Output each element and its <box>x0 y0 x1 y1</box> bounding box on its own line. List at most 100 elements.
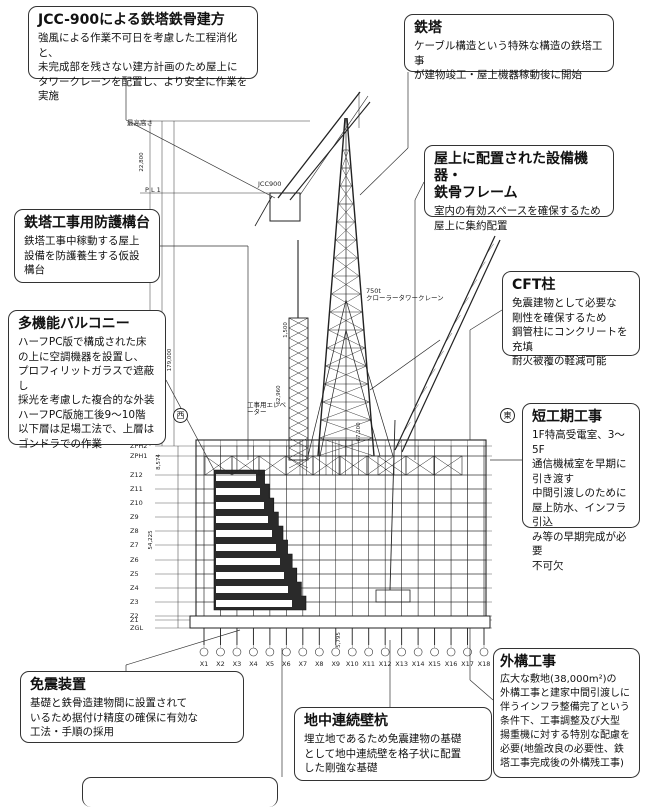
boom-lacing <box>428 368 436 379</box>
crane-jib <box>277 91 361 199</box>
east-marker: 東 <box>500 408 515 423</box>
boom-lacing <box>469 279 478 290</box>
mast-lacing <box>288 397 309 409</box>
callout-balcony-title: 多機能バルコニー <box>18 316 130 332</box>
rooftop-brace <box>285 455 314 476</box>
tower-diagonal <box>317 437 373 457</box>
crane-counter <box>254 195 273 227</box>
tower-diagonal <box>325 365 369 385</box>
axis-bubble <box>331 647 341 657</box>
dimension-value: 8,574 <box>156 454 162 470</box>
callout-exterior-body: 広大な敷地(38,000m²)の 外構工事と建家中間引渡しに 伴うインフラ整備完… <box>500 674 630 769</box>
rooftop-brace <box>377 455 407 476</box>
floor-label-z10: Z10 <box>130 499 143 507</box>
tower-diagonal <box>335 221 355 241</box>
dimension-value: 54,225 <box>148 530 154 550</box>
callout-balcony: 多機能バルコニー ハーフPC版で構成された床 の上に空調機器を設置し、 プロフィ… <box>8 310 166 450</box>
axis-bubble <box>479 647 489 657</box>
dimension-value: 5,795 <box>336 632 342 648</box>
mast-lacing <box>288 347 309 359</box>
tower-diagonal <box>340 185 354 205</box>
floor-label-z12: Z12 <box>130 471 143 479</box>
foundation-slab <box>189 615 491 629</box>
dimension-value: 1,500 <box>283 322 289 338</box>
mast-lacing <box>288 327 309 339</box>
rooftop-brace <box>312 455 341 476</box>
floor-label-zph2: ZPH2 <box>130 442 147 450</box>
dimension-value: 62,960 <box>276 385 282 405</box>
axis-bubble <box>265 647 275 657</box>
crawler-boom <box>401 239 501 453</box>
balcony-floor-band <box>216 572 284 579</box>
floor-label-z8: Z8 <box>130 527 139 535</box>
tower-diagonal <box>322 383 369 403</box>
crawler-backstay <box>369 339 441 391</box>
tower-diagonal <box>328 329 366 349</box>
tower-diagonal <box>326 329 364 349</box>
tower-diagonal <box>323 365 367 385</box>
mast-lacing <box>288 447 309 459</box>
balcony-floor-band <box>216 544 276 551</box>
axis-bubble <box>232 647 242 657</box>
callout-protection-body: 鉄塔工事中稼動する屋上 設備を防護養生する仮設 構台 <box>24 235 140 276</box>
tower-diagonal <box>334 239 357 259</box>
floor-label-z1: Z1 <box>130 616 139 624</box>
axis-label-x18: X18 <box>478 660 491 668</box>
mast-lacing <box>288 437 309 449</box>
tower-diagonal <box>341 167 352 187</box>
axis-bubble <box>298 647 308 657</box>
tower-diagonal <box>332 257 358 277</box>
floor-label-z4: Z4 <box>130 584 139 592</box>
callout-tower-title: 鉄塔 <box>414 20 442 36</box>
jcc900-label: JCC900 <box>258 180 282 188</box>
callout-seismic-isolation: 免震装置 基礎と鉄骨造建物間に設置されて いるため据付け精度の確保に有効な 工法… <box>20 671 244 743</box>
tower-diagonal <box>329 311 364 331</box>
leader-cft <box>469 309 503 331</box>
tower-leg <box>346 117 375 457</box>
callout-cft-body: 免震建物として必要な 剛性を確保するため 鋼管柱にコンクリートを充填 耐火被覆の… <box>512 297 628 367</box>
boom-lacing <box>453 315 461 326</box>
axis-bubble <box>364 647 374 657</box>
tower-diagonal <box>331 275 360 295</box>
balcony-floor-band <box>216 558 280 565</box>
axis-label-x14: X14 <box>412 660 425 668</box>
steel-tower <box>307 117 394 457</box>
rooftop-brace <box>433 455 463 476</box>
callout-cft-column: CFT柱 免震建物として必要な 剛性を確保するため 鋼管柱にコンクリートを充填 … <box>502 271 640 367</box>
balcony-floor-band <box>216 516 268 523</box>
rooftop-brace <box>204 455 233 476</box>
tower-diagonal <box>323 383 370 403</box>
boom-lacing <box>436 350 444 361</box>
cranes <box>254 91 501 603</box>
callout-rooftop-equipment: 屋上に配置された設備機器・ 鉄骨フレーム 室内の有効スペースを確保するため 屋上… <box>424 145 614 232</box>
tower-leg <box>317 117 346 457</box>
callout-cft-title: CFT柱 <box>512 277 556 293</box>
crane-jib-lacing <box>299 95 369 196</box>
balcony-floor-band <box>216 600 292 607</box>
axis-bubble <box>397 647 406 657</box>
tower-diagonal <box>320 419 373 439</box>
dimension-value: 179,000 <box>167 348 173 371</box>
callout-seismic-body: 基礎と鉄骨造建物間に設置されて いるため据付け精度の確保に有効な 工法・手順の採… <box>30 697 198 738</box>
pl-level-label: P L 1 <box>145 186 161 194</box>
tower-diagonal <box>337 203 354 223</box>
west-marker: 西 <box>173 408 188 423</box>
rooftop-brace <box>366 455 395 476</box>
axis-label-x6: X6 <box>282 660 291 668</box>
leader-rooftop <box>414 181 425 201</box>
floor-label-z11: Z11 <box>130 485 143 493</box>
crawler-crane-label: 750t クローラータワークレーン <box>366 287 444 302</box>
mast-lacing <box>288 367 309 379</box>
axis-label-x10: X10 <box>346 660 359 668</box>
axis-label-x9: X9 <box>331 660 340 668</box>
floor-label-z5: Z5 <box>130 570 139 578</box>
axis-bubble <box>463 647 472 657</box>
axis-label-x16: X16 <box>445 660 458 668</box>
mast-lacing <box>288 377 309 389</box>
tower-diagonal <box>325 347 366 367</box>
callout-rooftop-body: 室内の有効スペースを確保するため 屋上に集約配置 <box>434 205 601 232</box>
axis-label-x3: X3 <box>233 660 242 668</box>
mast-lacing <box>288 317 309 329</box>
